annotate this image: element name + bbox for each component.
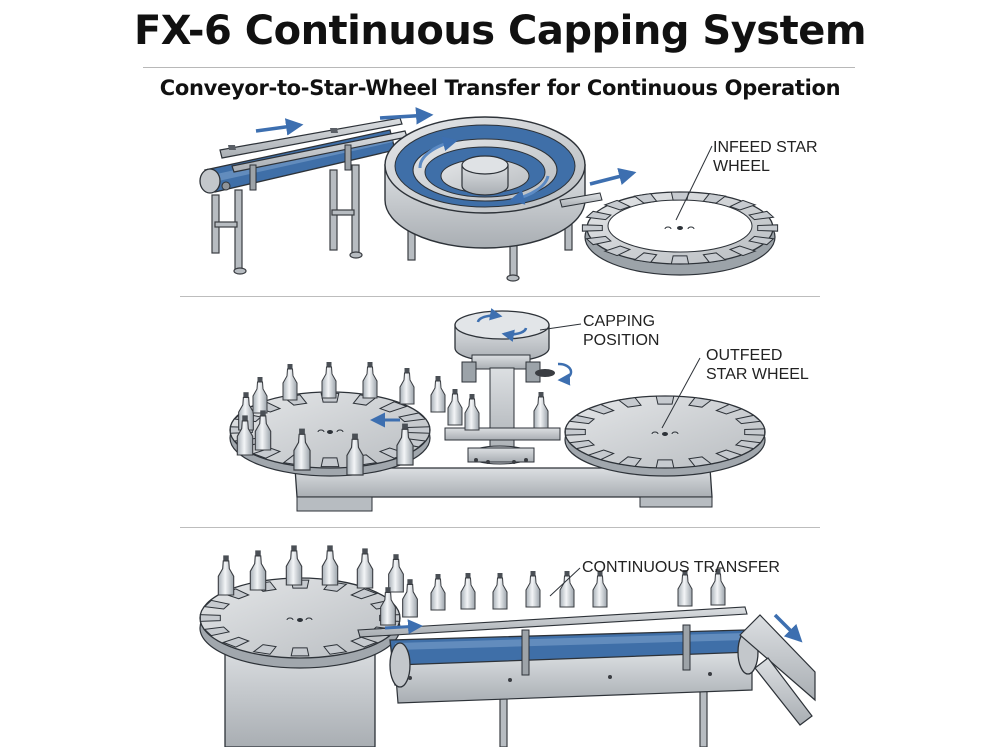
bottle [430,375,446,413]
bottle [362,361,378,399]
star-wheel-tooth [585,235,612,246]
star-wheel-tooth [633,252,658,263]
panel-1-infeed: INFEED STAR WHEEL [199,107,818,282]
star-wheel-tooth [568,414,596,425]
star-wheel-tooth [728,199,757,211]
star-wheel-tooth [702,252,727,263]
star-wheel-tooth [744,428,766,436]
bottle [252,376,268,414]
bottle [464,393,480,431]
star-wheel-tooth [290,647,310,657]
bottle [533,391,549,429]
label-capping-2: POSITION [583,332,659,349]
bottle [282,363,298,401]
bottle [249,549,267,591]
label-outfeed-2: STAR WHEEL [706,366,809,383]
label-continuous-transfer: CONTINUOUS TRANSFER [582,559,780,576]
outfeed-star-wheel [564,395,766,477]
star-wheel-tooth [407,426,431,434]
star-wheel-tooth [603,245,632,257]
star-wheel-tooth [199,614,221,622]
accumulation-turntable [384,116,603,282]
transfer-leader-line [549,567,581,597]
infeed-star-wheel [581,191,779,276]
discharge-star-wheel [199,577,401,669]
star-wheel-tooth [748,210,775,221]
star-wheel-tooth [203,599,231,610]
star-wheel-tooth [350,588,379,600]
capping-head [444,308,573,465]
star-wheel-tooth [617,397,642,408]
flow-arrows-panel-1 [255,107,637,186]
star-wheel-tooth [320,457,340,468]
star-wheel-tooth [670,191,690,201]
diagram-subtitle: Conveyor-to-Star-Wheel Transfer for Cont… [159,76,841,100]
bottle [399,367,415,405]
star-wheel-tooth [568,439,596,450]
panel-2-capping: CAPPING POSITION OUTFEED STAR WHEEL [229,308,809,512]
outfeed-conveyor [357,606,816,747]
bottle [285,544,303,586]
star-wheel-tooth [586,449,615,461]
star-wheel-tooth [702,193,727,204]
star-wheel-tooth [585,210,612,221]
star-wheel-tooth [734,414,762,425]
bottle [380,586,396,626]
star-wheel-tooth [252,644,277,655]
star-wheel-tooth [617,456,642,467]
star-wheel-tooth [715,449,744,461]
star-wheel-tooth [350,636,379,648]
star-wheel-tooth [633,193,658,204]
diagram-title: FX-6 Continuous Capping System [133,8,867,54]
star-wheel-tooth [581,224,603,232]
label-infeed-2: WHEEL [713,158,770,175]
star-wheel-tooth [564,428,586,436]
bottle [217,554,235,596]
bottle [402,578,418,618]
star-wheel-tooth [688,397,713,408]
bottle [447,388,463,426]
bottle [321,544,339,586]
star-wheel-tooth [715,403,744,415]
bottle [388,553,404,593]
panel-3-transfer: CONTINUOUS TRANSFER [199,544,816,747]
outfeed-leader-line [661,357,701,429]
bottle [460,572,476,610]
bottle [492,572,508,610]
star-wheel-tooth [398,412,427,423]
label-infeed-1: INFEED STAR [713,139,818,156]
star-wheel-tooth [734,439,762,450]
infeed-conveyor-legs [211,164,363,275]
bottle [592,570,608,608]
panel-divider-1 [180,296,820,297]
bottle [430,573,446,611]
label-capping-1: CAPPING [583,313,655,330]
star-wheel-tooth [670,255,690,265]
infeed-leader-line [675,145,713,221]
star-wheel-tooth [757,224,779,232]
bottle [356,547,374,589]
star-wheel-tooth [323,644,348,655]
bottle [559,570,575,608]
star-wheel-tooth [655,395,675,405]
panel-divider-2 [180,527,820,528]
star-wheel-tooth [203,626,231,637]
star-wheel-tooth [655,459,675,469]
title-rule [143,67,855,68]
bottle [525,570,541,608]
infeed-conveyor-belt [199,117,408,194]
star-wheel-tooth [748,235,775,246]
star-wheel-tooth [728,245,757,257]
star-wheel-tooth [688,456,713,467]
star-wheel-tooth [603,199,632,211]
star-wheel-tooth [221,636,250,648]
star-wheel-tooth [586,403,615,415]
label-outfeed-1: OUTFEED [706,347,782,364]
capping-leader-line [539,323,582,331]
star-wheel-tooth [251,447,282,459]
bottle [321,361,337,399]
